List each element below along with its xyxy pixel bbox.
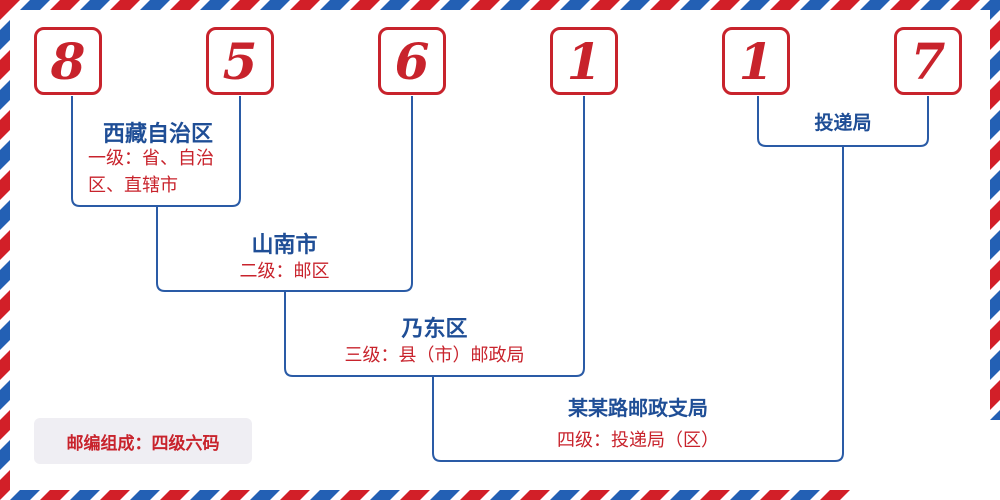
digit-5: 1 xyxy=(738,31,774,91)
level-3-title: 乃东区 xyxy=(401,316,468,342)
digit-box-5: 1 xyxy=(722,27,790,95)
postcode-structure-tag: 邮编组成：四级六码 xyxy=(34,418,252,464)
level-4-desc: 四级：投递局（区） xyxy=(557,430,719,451)
level-4-title: 某某路邮政支局 xyxy=(568,396,708,420)
bracket-delivery xyxy=(757,96,929,147)
digit-4: 1 xyxy=(566,31,602,91)
level-2-desc: 二级：邮区 xyxy=(239,261,330,282)
digit-3: 6 xyxy=(394,31,430,91)
digit-box-6: 7 xyxy=(894,27,962,95)
level-1-title: 西藏自治区 xyxy=(102,121,213,147)
level-2-title: 山南市 xyxy=(251,232,318,258)
delivery-title: 投递局 xyxy=(814,112,872,134)
level-3-desc: 三级：县（市）邮政局 xyxy=(344,345,525,366)
digit-box-3: 6 xyxy=(378,27,446,95)
footer-label: 邮编组成：四级六码 xyxy=(66,433,220,454)
digit-box-1: 8 xyxy=(34,27,102,95)
level-1-desc: 一级：省、自治区、直辖市 xyxy=(88,148,214,196)
digit-2: 5 xyxy=(222,31,258,91)
digit-box-2: 5 xyxy=(206,27,274,95)
digit-box-4: 1 xyxy=(550,27,618,95)
bracket-level-4 xyxy=(432,146,844,462)
bracket-level-3 xyxy=(284,96,585,377)
digit-6: 7 xyxy=(910,31,946,91)
digit-1: 8 xyxy=(50,31,86,91)
